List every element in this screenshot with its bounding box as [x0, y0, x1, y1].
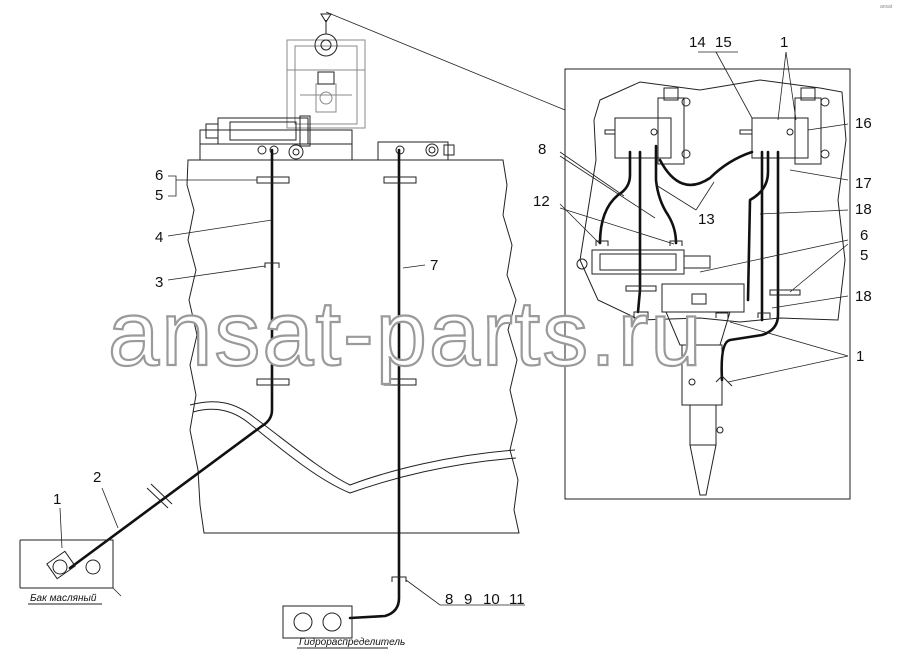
hose-line-4	[68, 148, 274, 570]
callout-4: 4	[155, 229, 163, 246]
detail-inset	[559, 51, 851, 500]
callout-15: 15	[715, 34, 732, 51]
callout-leaders-left	[59, 175, 525, 606]
caption-distributor: Гидрораспределитель	[299, 637, 405, 648]
callout-8-bottom: 8	[445, 591, 453, 608]
callout-10: 10	[483, 591, 500, 608]
oil-tank	[19, 539, 122, 605]
callout-18-upper: 18	[855, 201, 872, 218]
callout-7: 7	[430, 257, 438, 274]
callout-8-inset: 8	[538, 141, 546, 158]
callout-5-inset: 5	[860, 247, 868, 264]
hose-line-7	[348, 148, 401, 620]
callout-13: 13	[698, 211, 715, 228]
callout-12: 12	[533, 193, 550, 210]
callout-6-left: 6	[155, 167, 163, 184]
callout-5-left: 5	[155, 187, 163, 204]
callout-16: 16	[855, 115, 872, 132]
callout-1-left: 1	[53, 491, 61, 508]
corner-mark: ansat	[880, 4, 893, 10]
callout-14: 14	[689, 34, 706, 51]
top-pump-unit	[199, 13, 455, 161]
watermark-text: ansat-parts.ru	[108, 283, 704, 385]
callout-labels: 1 2 3 4 6 5 7 8 9 10 11 8 12 13 14 15 1 …	[53, 34, 872, 608]
callout-1-inset-bottom: 1	[856, 348, 864, 365]
callout-17: 17	[855, 175, 872, 192]
callout-2: 2	[93, 469, 101, 486]
machine-body-outline	[186, 159, 520, 534]
callout-6-inset: 6	[860, 227, 868, 244]
callout-9: 9	[464, 591, 472, 608]
inset-leader-line	[325, 11, 566, 111]
callout-11: 11	[509, 591, 525, 608]
callout-1-inset-top: 1	[780, 34, 788, 51]
callout-18-lower: 18	[855, 288, 872, 305]
caption-oil-tank: Бак масляный	[30, 593, 97, 604]
callout-3: 3	[155, 274, 163, 291]
distributor-block	[282, 605, 388, 649]
